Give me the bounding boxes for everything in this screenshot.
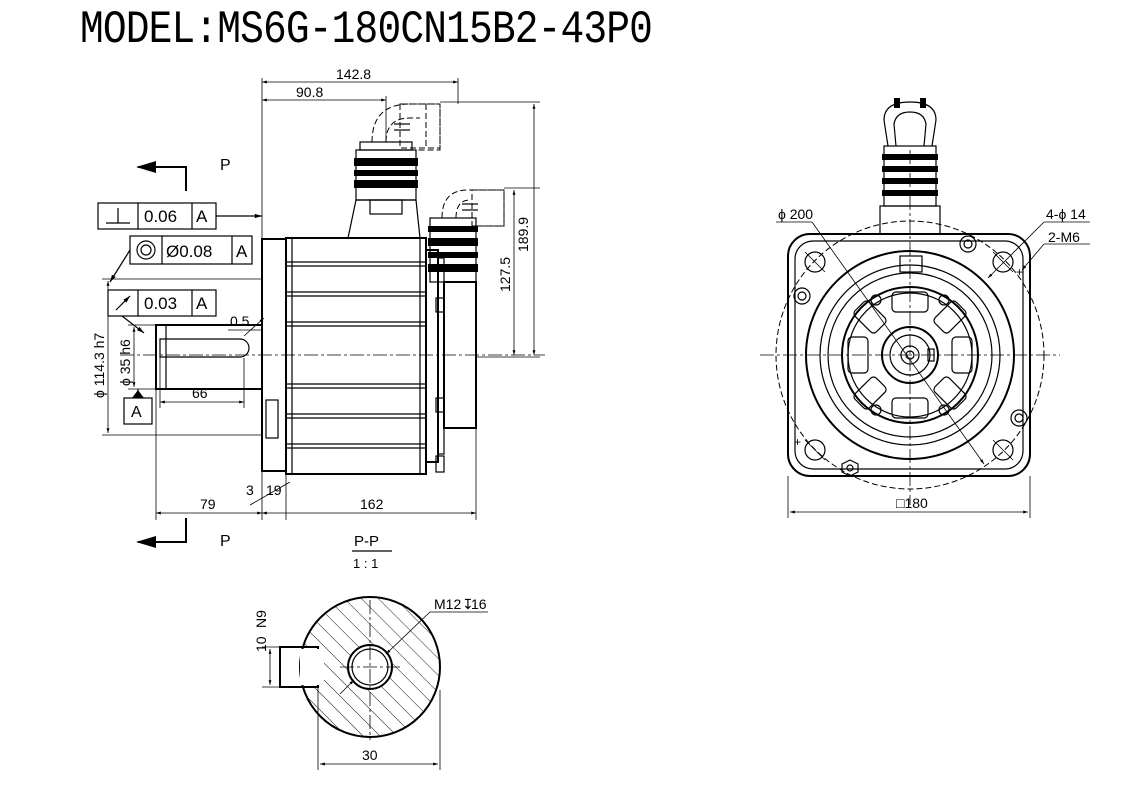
section-marker-bottom: P bbox=[136, 518, 231, 550]
front-connector bbox=[879, 98, 941, 235]
tol-perp-value: 0.06 bbox=[144, 207, 177, 226]
dim-pcd-200: ϕ 200 bbox=[778, 206, 813, 222]
tol-runout-datum: A bbox=[196, 294, 208, 313]
depth-symbol: ↧ bbox=[462, 596, 474, 612]
dim-162: 162 bbox=[360, 496, 384, 512]
tol-conc-value: Ø0.08 bbox=[166, 242, 212, 261]
section-title: P-P bbox=[354, 533, 379, 550]
tol-conc-datum: A bbox=[236, 242, 248, 261]
dim-2-m6: 2-M6 bbox=[1048, 229, 1080, 245]
dim-127-5: 127.5 bbox=[497, 257, 513, 292]
encoder-connector bbox=[428, 189, 505, 283]
model-title: MODEL:MS6G-180CN15B2-43P0 bbox=[80, 4, 653, 56]
power-connector bbox=[347, 103, 441, 239]
dim-142-8: 142.8 bbox=[336, 66, 371, 82]
dim-3: 3 bbox=[246, 482, 254, 498]
dim-35: ϕ 35 h6 bbox=[117, 339, 133, 386]
section-marker-top: P bbox=[136, 157, 231, 191]
front-view: + + bbox=[760, 98, 1090, 518]
m6-mark-1: + bbox=[1016, 265, 1023, 279]
section-view: P-P 1 : 1 M12 ↧ 16 10 N9 30 bbox=[253, 533, 488, 770]
side-view: 142.8 90.8 189.9 127.5 0.5 66 ϕ 114.3 h7… bbox=[91, 66, 545, 550]
dim-19: 19 bbox=[266, 482, 282, 498]
body-fins bbox=[286, 238, 426, 474]
m6-mark-2: + bbox=[794, 435, 801, 449]
dim-30: 30 bbox=[362, 747, 378, 763]
datum-a-label: A bbox=[131, 404, 142, 421]
dim-square-180: □180 bbox=[896, 495, 928, 511]
dim-90-8: 90.8 bbox=[296, 84, 323, 100]
tol-runout-value: 0.03 bbox=[144, 294, 177, 313]
section-p-top: P bbox=[220, 157, 231, 174]
tol-perp-datum: A bbox=[196, 207, 208, 226]
thread-spec: M12 bbox=[434, 596, 461, 612]
tolerance-perpendicularity: 0.06 A bbox=[97, 202, 262, 230]
tolerance-concentricity: Ø0.08 A bbox=[109, 235, 253, 283]
dim-114-3: ϕ 114.3 h7 bbox=[91, 333, 107, 398]
dim-66: 66 bbox=[192, 385, 208, 401]
tolerance-runout: 0.03 A bbox=[107, 289, 217, 334]
dim-79: 79 bbox=[200, 496, 216, 512]
dim-189-9: 189.9 bbox=[515, 217, 531, 252]
thread-depth: 16 bbox=[471, 596, 487, 612]
dim-4-holes: 4-ϕ 14 bbox=[1046, 206, 1086, 222]
dim-0-5: 0.5 bbox=[230, 313, 250, 329]
front-slots bbox=[847, 291, 973, 419]
section-scale: 1 : 1 bbox=[353, 556, 378, 571]
key-tolerance-n9: N9 bbox=[253, 610, 269, 628]
dim-key-10: 10 bbox=[253, 636, 269, 652]
section-p-bottom: P bbox=[220, 533, 231, 550]
